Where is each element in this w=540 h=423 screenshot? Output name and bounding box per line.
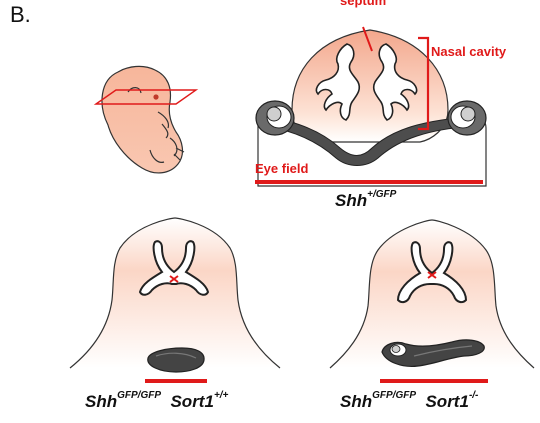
allele: +/GFP <box>367 189 396 200</box>
allele2: +/+ <box>214 390 228 401</box>
sort1-wildtype-section <box>70 218 280 383</box>
left-eye-icon <box>256 101 294 135</box>
eye-field-bar-left <box>145 379 207 383</box>
gene2-name: Sort1 <box>170 392 213 411</box>
gene-name: Shh <box>85 392 117 411</box>
eye-field-bar-right <box>380 379 488 383</box>
vestigial-eye-icon <box>390 344 406 356</box>
genotype-label-top: Shh+/GFP <box>335 191 396 211</box>
fused-eye-mass <box>148 348 204 372</box>
gene-name: Shh <box>340 392 372 411</box>
genotype-label-bottom-right: ShhGFP/GFP Sort1-/- <box>340 392 478 412</box>
eye-field-label: Eye field <box>255 161 308 176</box>
panel-letter: B. <box>10 2 31 28</box>
allele: GFP/GFP <box>117 390 161 401</box>
gene-name: Shh <box>335 191 367 210</box>
embryo-illustration <box>96 66 196 173</box>
allele: GFP/GFP <box>372 390 416 401</box>
right-eye-icon <box>448 101 486 135</box>
allele2: -/- <box>469 390 478 401</box>
eye-field-bar <box>255 180 483 184</box>
nasal-cavity-label: Nasal cavity <box>431 44 506 59</box>
genotype-label-bottom-left: ShhGFP/GFP Sort1+/+ <box>85 392 228 412</box>
septum-label: septum <box>340 0 386 8</box>
embryo-eye-icon <box>153 94 158 99</box>
sort1-knockout-section <box>330 220 534 383</box>
gene2-name: Sort1 <box>425 392 468 411</box>
